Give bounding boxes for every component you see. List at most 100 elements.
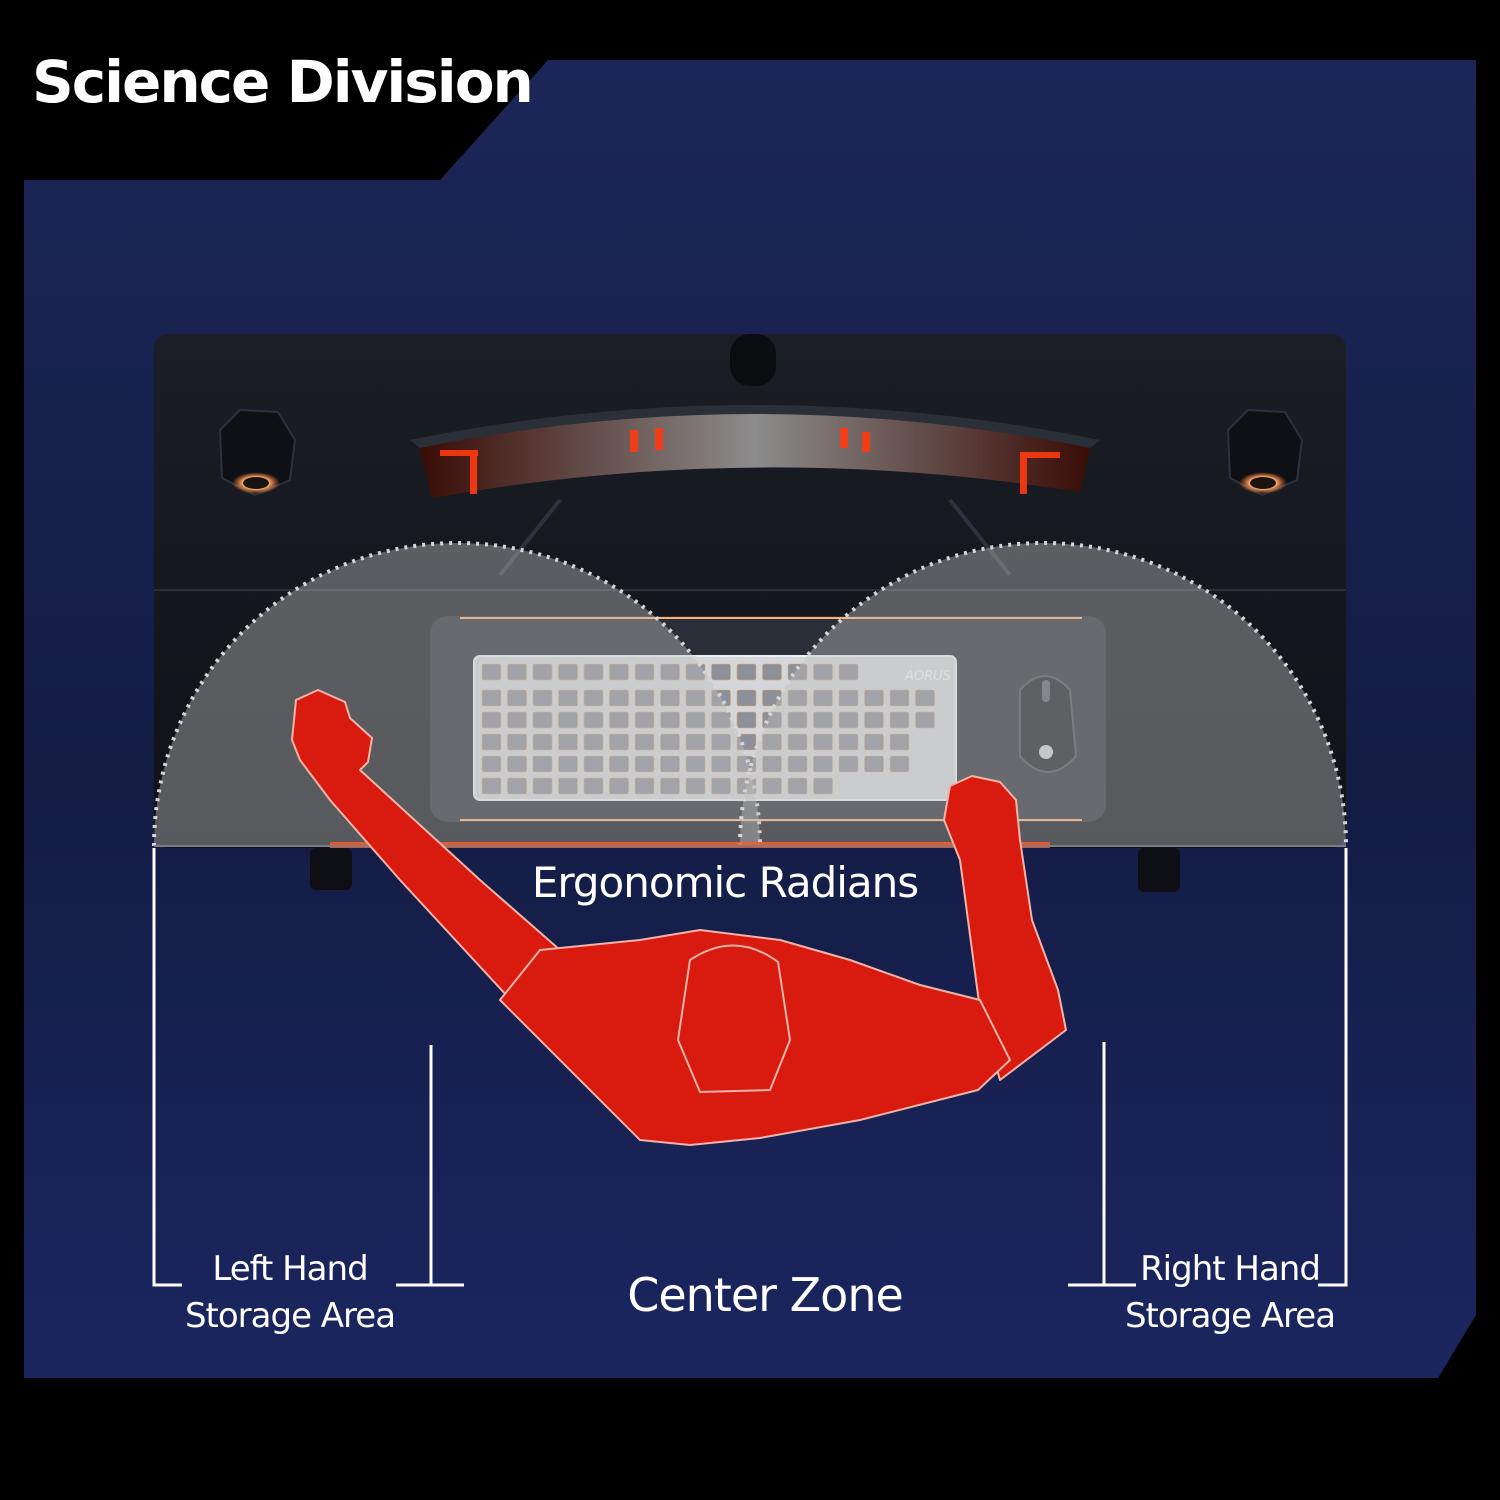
right-storage-label: Right Hand Storage Area <box>1090 1246 1370 1340</box>
keycap <box>583 663 604 681</box>
keycap <box>838 755 859 773</box>
keycap <box>558 755 578 773</box>
keycap <box>660 711 680 729</box>
keycap <box>762 663 782 681</box>
keycap <box>685 755 706 773</box>
keycap <box>889 733 910 751</box>
keycap <box>634 711 655 729</box>
keycap <box>558 733 578 751</box>
keycap <box>864 755 884 773</box>
keycap <box>838 733 859 751</box>
keycap <box>583 755 604 773</box>
keycap <box>660 755 680 773</box>
keycap <box>889 755 910 773</box>
zone-brackets <box>152 848 1348 1287</box>
keycap <box>889 689 910 707</box>
keycap <box>711 777 731 795</box>
keycap <box>787 689 808 707</box>
keycap <box>813 733 833 751</box>
center-zone-label: Center Zone <box>627 1268 904 1322</box>
keycap <box>660 733 680 751</box>
keycap <box>609 755 629 773</box>
right-storage-line-2: Storage Area <box>1124 1296 1336 1336</box>
mouse <box>1019 675 1078 773</box>
left-storage-label: Left Hand Storage Area <box>150 1246 430 1340</box>
keycap <box>532 689 553 707</box>
keycap <box>507 755 527 773</box>
speaker-right <box>1226 408 1304 497</box>
keycap <box>609 711 629 729</box>
desk-leg-left <box>310 848 352 890</box>
keycap <box>660 663 680 681</box>
keycap <box>609 777 629 795</box>
keycap <box>813 689 833 707</box>
keycap <box>583 689 604 707</box>
keycap <box>915 711 935 729</box>
keycap <box>634 733 655 751</box>
keycap <box>813 777 833 795</box>
keycap <box>532 733 553 751</box>
keycap <box>736 711 757 729</box>
keycap <box>685 733 706 751</box>
keycap <box>787 711 808 729</box>
keycap <box>507 663 527 681</box>
keycap <box>634 663 655 681</box>
keycap <box>507 733 527 751</box>
keyboard: AORUS <box>473 655 957 801</box>
keycap <box>762 777 782 795</box>
right-storage-line-1: Right Hand <box>1140 1249 1321 1289</box>
keycap <box>609 689 629 707</box>
keycap <box>685 711 706 729</box>
keycap <box>660 689 680 707</box>
keycap <box>711 663 731 681</box>
keycap <box>532 755 553 773</box>
keycap <box>864 733 884 751</box>
keycap <box>583 733 604 751</box>
keycap <box>685 777 706 795</box>
keycap <box>507 711 527 729</box>
desk-leg-right <box>1138 848 1180 892</box>
keycap <box>838 663 859 681</box>
keycap <box>813 755 833 773</box>
user-figure <box>291 689 1067 1146</box>
keycap <box>532 777 553 795</box>
keycap <box>711 755 731 773</box>
keycap <box>864 689 884 707</box>
keycap <box>583 777 604 795</box>
keycap <box>609 733 629 751</box>
keycap <box>532 663 553 681</box>
reach-zone-left <box>152 541 762 847</box>
keycap <box>558 663 578 681</box>
keycap <box>762 689 782 707</box>
right-bracket-outer <box>1318 848 1348 1287</box>
keycap <box>787 777 808 795</box>
keycap <box>481 733 502 751</box>
keycap <box>558 711 578 729</box>
keycap <box>736 755 757 773</box>
left-bracket-outer <box>152 848 182 1287</box>
left-storage-line-1: Left Hand <box>212 1249 368 1289</box>
keycap <box>558 689 578 707</box>
speaker-left <box>218 408 297 497</box>
keycap <box>481 777 502 795</box>
keycap <box>685 689 706 707</box>
keycap <box>813 663 833 681</box>
keycap <box>838 711 859 729</box>
keycap <box>711 733 731 751</box>
keycap <box>660 777 680 795</box>
keycap <box>762 755 782 773</box>
curved-monitor <box>410 334 1100 577</box>
keycap <box>813 711 833 729</box>
page-title: Science Division <box>32 48 534 116</box>
keyboard-brand: AORUS <box>904 669 951 684</box>
keycap <box>507 777 527 795</box>
keycap <box>838 689 859 707</box>
keycap <box>736 733 757 751</box>
keycap <box>558 777 578 795</box>
keycap <box>634 755 655 773</box>
keycap <box>762 733 782 751</box>
keycap <box>864 711 884 729</box>
ergonomic-radians-label: Ergonomic Radians <box>531 858 919 907</box>
keycap <box>481 689 502 707</box>
